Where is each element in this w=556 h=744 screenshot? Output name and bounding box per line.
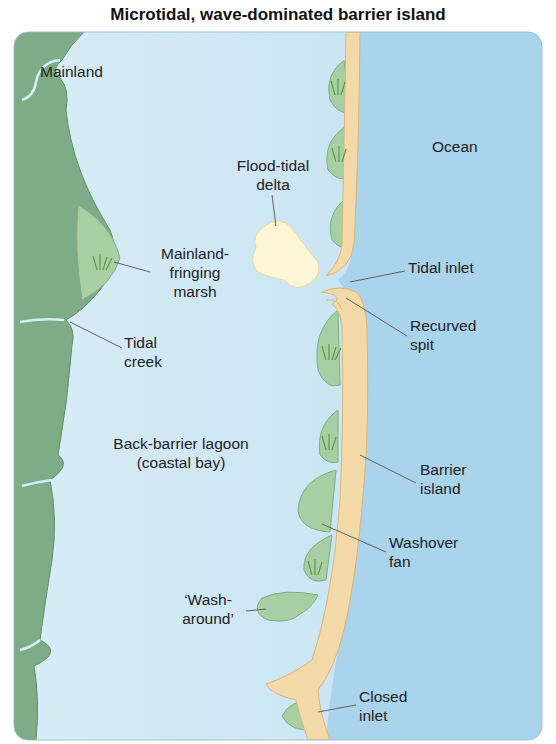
- map-label: Tidal inlet: [408, 258, 508, 277]
- fringing-marsh: [77, 205, 120, 300]
- flood-tidal-delta: [252, 221, 319, 288]
- barrier-island-upper: [326, 32, 360, 276]
- marsh-grass: [93, 79, 346, 575]
- map-label: Recurved spit: [410, 316, 490, 354]
- frame: [14, 32, 542, 740]
- mainland: [14, 32, 114, 740]
- title: Microtidal, wave-dominated barrier islan…: [0, 5, 556, 25]
- map-label: Tidal creek: [124, 333, 184, 371]
- map-label: Closed inlet: [359, 687, 419, 725]
- map-label: Ocean: [432, 137, 502, 156]
- map-label: Barrier island: [420, 460, 490, 498]
- map-label: Mainland: [40, 62, 130, 81]
- map-label: Back-barrier lagoon (coastal bay): [96, 434, 266, 472]
- map-label: Mainland-fringing marsh: [152, 244, 238, 301]
- leader-lines: [70, 195, 416, 712]
- tidal-creek: [20, 60, 64, 650]
- map-label: ‘Wash-around’: [168, 590, 248, 628]
- map-label: Flood-tidal delta: [228, 156, 318, 194]
- recurved-spit: [326, 300, 342, 310]
- lagoon: [14, 32, 542, 740]
- barrier-island-lower: [266, 288, 368, 740]
- map-label: Washover fan: [389, 533, 469, 571]
